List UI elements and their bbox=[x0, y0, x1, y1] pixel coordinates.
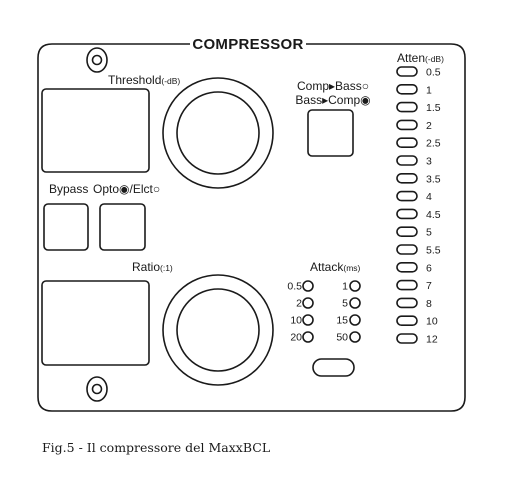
ratio-unit: (:1) bbox=[160, 263, 173, 273]
atten-led bbox=[396, 173, 418, 184]
attack-value-right: 5 bbox=[342, 298, 348, 310]
attack-led-left bbox=[302, 331, 314, 343]
atten-led bbox=[396, 279, 418, 291]
attack-value-right: 1 bbox=[342, 281, 348, 293]
atten-value: 3.5 bbox=[426, 173, 441, 185]
comp-bass-label-2: Bass▸Comp◉ bbox=[295, 93, 370, 107]
atten-label: Atten bbox=[397, 51, 425, 65]
atten-value: 4 bbox=[426, 191, 432, 203]
atten-led bbox=[396, 101, 418, 113]
attack-selector: 0.5 1 2 5 10 15 20 50 bbox=[287, 280, 361, 344]
attack-led-left bbox=[302, 314, 314, 326]
attack-value-left: 20 bbox=[290, 332, 302, 344]
attack-led-right bbox=[349, 314, 361, 326]
ratio-display bbox=[41, 280, 150, 366]
attack-led-left bbox=[302, 297, 314, 309]
threshold-label: Threshold bbox=[108, 73, 161, 87]
attack-value-left: 0.5 bbox=[287, 281, 302, 293]
attack-button[interactable] bbox=[312, 358, 355, 377]
attack-value-right: 50 bbox=[336, 332, 348, 344]
attack-label: Attack bbox=[310, 260, 344, 274]
attack-led-right bbox=[349, 280, 361, 292]
atten-led bbox=[396, 297, 418, 309]
attack-value-left: 2 bbox=[296, 298, 302, 310]
atten-value: 4.5 bbox=[426, 209, 441, 221]
attack-value-right: 15 bbox=[336, 315, 348, 327]
atten-value: 1 bbox=[426, 84, 432, 96]
comp-bass-label-1: Comp▸Bass○ bbox=[297, 79, 369, 93]
atten-led bbox=[396, 244, 418, 255]
attack-led-right bbox=[349, 331, 361, 343]
atten-value: 0.5 bbox=[426, 67, 441, 79]
atten-value: 10 bbox=[426, 316, 438, 328]
ratio-knob[interactable] bbox=[162, 274, 274, 386]
atten-value: 5.5 bbox=[426, 245, 441, 257]
opto-elct-label: Opto◉/Elct○ bbox=[93, 182, 160, 196]
screw-top bbox=[86, 47, 108, 73]
atten-led bbox=[396, 315, 418, 327]
comp-bass-button[interactable] bbox=[307, 109, 354, 157]
ratio-label: Ratio bbox=[132, 260, 160, 274]
threshold-knob[interactable] bbox=[162, 77, 274, 189]
atten-led bbox=[396, 333, 418, 344]
atten-value: 8 bbox=[426, 298, 432, 310]
atten-value: 6 bbox=[426, 262, 432, 274]
attack-led-right bbox=[349, 297, 361, 309]
attack-unit: (ms) bbox=[343, 263, 360, 273]
atten-led bbox=[396, 137, 418, 148]
atten-unit: (-dB) bbox=[425, 54, 444, 64]
atten-value: 3 bbox=[426, 156, 432, 168]
attack-led-left bbox=[302, 280, 314, 292]
atten-led bbox=[396, 119, 418, 131]
atten-value: 7 bbox=[426, 280, 432, 292]
atten-value: 12 bbox=[426, 334, 438, 346]
atten-value: 2 bbox=[426, 120, 432, 132]
atten-led bbox=[396, 261, 418, 273]
atten-led bbox=[396, 226, 418, 237]
screw-bottom bbox=[86, 376, 108, 402]
figure-caption: Fig.5 - Il compressore del MaxxBCL bbox=[42, 440, 271, 455]
attack-value-left: 10 bbox=[290, 315, 302, 327]
atten-led bbox=[396, 155, 418, 166]
atten-led bbox=[396, 208, 418, 220]
opto-elct-button[interactable] bbox=[99, 203, 146, 251]
svg-text:Atten(-dB): Atten(-dB) bbox=[397, 51, 444, 65]
atten-meter: 0.5 1 1.5 2 2.5 3 3.5 4 4.5 5 5.5 6 7 8 10 12 bbox=[396, 66, 441, 346]
bypass-button[interactable] bbox=[43, 203, 89, 251]
atten-value: 5 bbox=[426, 227, 432, 239]
bypass-label: Bypass bbox=[49, 182, 88, 196]
panel-title: COMPRESSOR bbox=[192, 36, 303, 53]
atten-value: 1.5 bbox=[426, 102, 441, 114]
atten-led bbox=[396, 66, 418, 77]
atten-led bbox=[396, 190, 418, 202]
svg-text:Threshold(-dB): Threshold(-dB) bbox=[108, 73, 180, 87]
svg-text:Ratio(:1): Ratio(:1) bbox=[132, 260, 173, 274]
atten-value: 2.5 bbox=[426, 138, 441, 150]
panel-frame bbox=[37, 43, 466, 412]
threshold-display bbox=[41, 88, 150, 173]
threshold-unit: (-dB) bbox=[161, 76, 180, 86]
atten-led bbox=[396, 84, 418, 95]
svg-text:Attack(ms): Attack(ms) bbox=[310, 260, 361, 274]
